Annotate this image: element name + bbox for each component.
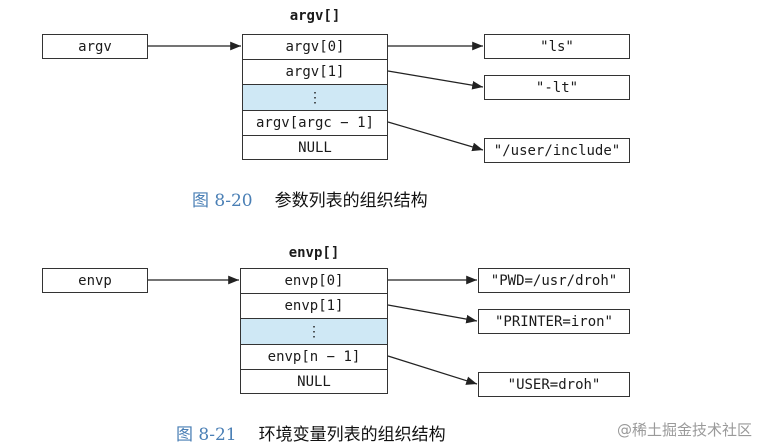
envp-cell-1: envp[1] (240, 293, 388, 318)
envp1-to-printer-arrow (387, 304, 478, 324)
argvlast-to-include-arrow (387, 121, 484, 152)
envp-pointer-box: envp (42, 268, 148, 293)
argv-pointer-box: argv (42, 34, 148, 59)
watermark: @稀土掘金技术社区 (616, 421, 752, 439)
caption-text: 参数列表的组织结构 (274, 191, 428, 211)
envp-cell-ellipsis: ⋮ (240, 318, 388, 344)
envp-string-user: "USER=droh" (478, 372, 630, 397)
caption-number: 图 8-21 (176, 425, 237, 445)
argv-cell-ellipsis: ⋮ (242, 84, 388, 110)
argv-cell-last: argv[argc − 1] (242, 110, 388, 135)
caption-number: 图 8-20 (192, 191, 253, 211)
argv-cell-null: NULL (242, 135, 388, 160)
figure-8-20-caption: 图 8-20 参数列表的组织结构 (192, 186, 428, 211)
argv-string-lt: "-lt" (484, 75, 630, 100)
caption-text: 环境变量列表的组织结构 (258, 425, 446, 445)
envp-cell-null: NULL (240, 369, 388, 394)
envp-string-pwd: "PWD=/usr/droh" (478, 268, 630, 293)
argv1-to-lt-arrow (387, 70, 484, 90)
envp-cell-last: envp[n − 1] (240, 344, 388, 369)
figure-8-21-caption: 图 8-21 环境变量列表的组织结构 (176, 420, 446, 445)
argv-string-ls: "ls" (484, 34, 630, 59)
envplast-to-user-arrow (387, 355, 478, 385)
argv-array-title: argv[] (289, 8, 341, 24)
argv-string-include: "/user/include" (484, 138, 630, 163)
envp-cell-0: envp[0] (240, 268, 388, 293)
argv-cell-1: argv[1] (242, 59, 388, 84)
envp-array-title: envp[] (288, 245, 340, 261)
argv-cell-0: argv[0] (242, 34, 388, 59)
envp-string-printer: "PRINTER=iron" (478, 309, 630, 334)
